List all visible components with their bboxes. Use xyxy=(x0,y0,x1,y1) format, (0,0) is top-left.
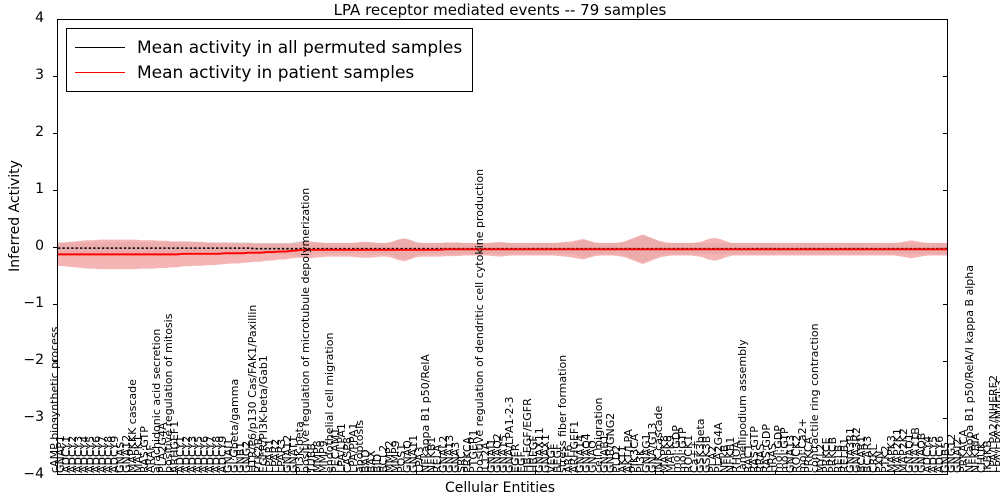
x-axis-category-label: LPA/LPA2/NHERF2 xyxy=(987,375,1000,473)
y-axis-tick-label: −4 xyxy=(23,466,44,482)
legend-swatch-patient xyxy=(75,72,125,73)
y-axis-tick-mark xyxy=(53,361,58,362)
y-axis-tick-label: 4 xyxy=(35,10,44,26)
x-axis-tick-mark xyxy=(894,470,896,475)
y-axis-tick-label: 2 xyxy=(35,124,44,140)
patient-confidence-band xyxy=(58,234,947,270)
series-lines xyxy=(58,247,947,256)
legend-label-patient: Mean activity in patient samples xyxy=(137,62,415,83)
x-axis-category-label: LPA/LPA2/MAGI-3 xyxy=(993,379,1000,473)
legend-item-permuted: Mean activity in all permuted samples xyxy=(75,35,462,60)
y-axis-tick-mark xyxy=(53,133,58,134)
x-axis-category-label: NFkappa B1 p50/RelA/I kappa B alpha xyxy=(963,264,977,473)
patient-mean-line xyxy=(58,248,947,256)
y-axis-tick-label: 1 xyxy=(35,181,44,197)
y-axis-tick-label: −2 xyxy=(23,352,44,368)
y-axis-tick-label: −1 xyxy=(23,295,44,311)
legend-swatch-permuted xyxy=(75,47,125,48)
y-axis-label: Inferred Activity xyxy=(7,160,23,272)
x-axis-tick-mark xyxy=(535,470,537,475)
y-axis-tick-mark xyxy=(53,418,58,419)
x-axis-category-label: NFKBIA xyxy=(969,432,983,473)
y-axis-tick-mark xyxy=(53,76,58,77)
x-axis-category-label: GNAI2 xyxy=(951,438,965,473)
y-axis-tick-label: −3 xyxy=(23,409,44,425)
y-axis-tick-mark xyxy=(943,76,948,77)
y-axis-tick-mark xyxy=(53,247,58,248)
y-axis-tick-mark xyxy=(53,304,58,305)
y-axis-tick-mark xyxy=(943,304,948,305)
y-axis-tick-mark xyxy=(943,190,948,191)
x-axis-tick-mark xyxy=(296,470,298,475)
plot-area xyxy=(57,19,948,475)
x-axis-tick-mark xyxy=(415,470,417,475)
plot-canvas xyxy=(58,234,947,270)
legend-label-permuted: Mean activity in all permuted samples xyxy=(137,37,463,58)
x-axis-category-label: CHUK xyxy=(975,441,989,473)
confidence-bands xyxy=(58,234,947,270)
y-axis-tick-mark xyxy=(943,418,948,419)
y-axis-tick-mark xyxy=(943,361,948,362)
x-axis-label: Cellular Entities xyxy=(444,480,556,496)
page-title: LPA receptor mediated events -- 79 sampl… xyxy=(333,1,667,19)
y-axis-tick-label: 3 xyxy=(35,67,44,83)
y-axis-tick-mark xyxy=(53,190,58,191)
legend: Mean activity in all permuted samples Me… xyxy=(66,28,474,92)
legend-item-patient: Mean activity in patient samples xyxy=(75,60,462,85)
x-axis-tick-mark xyxy=(654,470,656,475)
y-axis-tick-label: 0 xyxy=(35,238,44,254)
x-axis-tick-mark xyxy=(774,470,776,475)
x-axis-tick-mark xyxy=(176,470,178,475)
x-axis-category-label: IKBKB xyxy=(981,440,995,473)
y-axis-tick-mark xyxy=(943,133,948,134)
x-axis-category-label: PRKACA xyxy=(957,429,971,473)
